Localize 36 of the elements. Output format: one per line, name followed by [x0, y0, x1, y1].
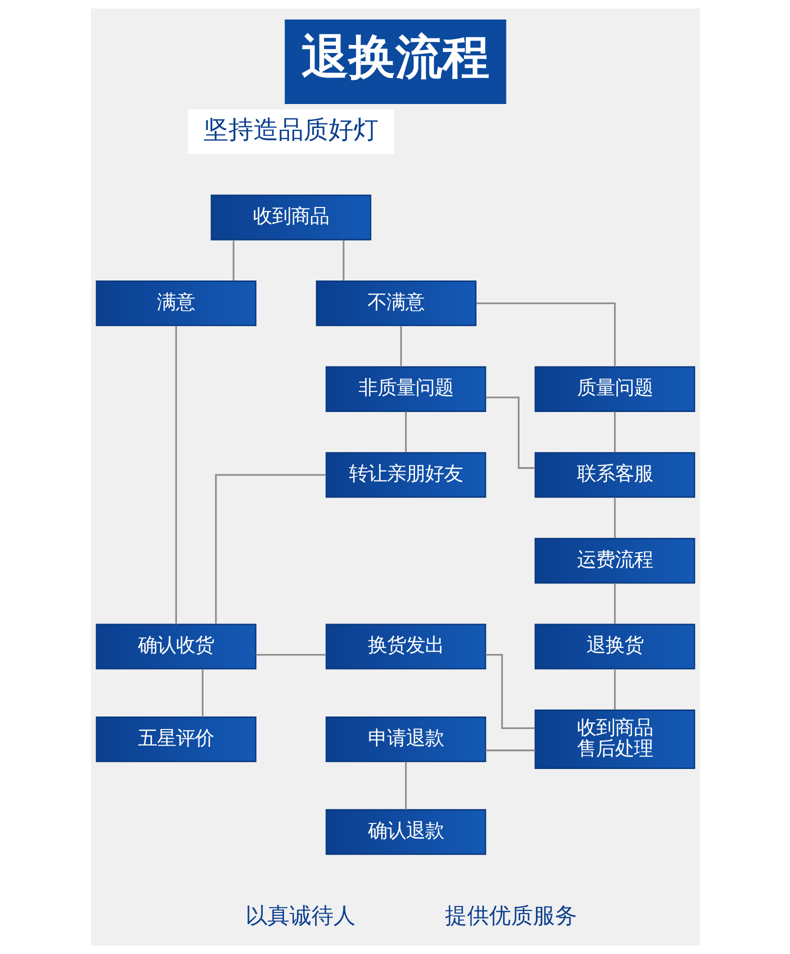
connector: [342, 240, 344, 281]
node-box: 五星评价: [95, 716, 256, 762]
node-box: 满意: [95, 280, 256, 326]
connector: [174, 326, 176, 624]
connector: [400, 326, 402, 366]
connector: [232, 240, 234, 281]
node-box: 换货发出: [325, 624, 486, 670]
node-box: 确认收货: [95, 624, 256, 670]
node-box: 退换货: [534, 624, 695, 670]
connector: [614, 583, 616, 624]
connector: [255, 654, 326, 656]
connector: [201, 669, 203, 718]
node-box: 收到商品: [210, 194, 371, 240]
connector: [485, 750, 535, 752]
node-box: 不满意: [315, 280, 476, 326]
connector: [614, 412, 616, 452]
node-box: 质量问题: [534, 366, 695, 412]
connector: [485, 654, 534, 730]
label: 坚持造品质好灯: [203, 114, 378, 144]
node-box: 联系客服: [534, 452, 695, 498]
diagram-title: 退换流程: [300, 30, 489, 86]
node-box: 确认退款: [325, 809, 486, 855]
connector: [486, 396, 534, 469]
connector: [404, 412, 406, 452]
node-box: 转让亲朋好友: [325, 452, 486, 498]
node-box: 运费流程: [534, 538, 695, 584]
connector: [476, 302, 616, 367]
label: 以真诚待人: [245, 903, 356, 930]
node-box: 非质量问题: [325, 366, 486, 412]
connector: [614, 669, 616, 710]
label: 提供优质服务: [444, 903, 577, 930]
node-box: 收到商品售后处理: [534, 710, 695, 770]
node-box: 申请退款: [325, 716, 486, 762]
connector: [614, 497, 616, 538]
connector: [404, 762, 406, 810]
connector: [214, 474, 326, 624]
